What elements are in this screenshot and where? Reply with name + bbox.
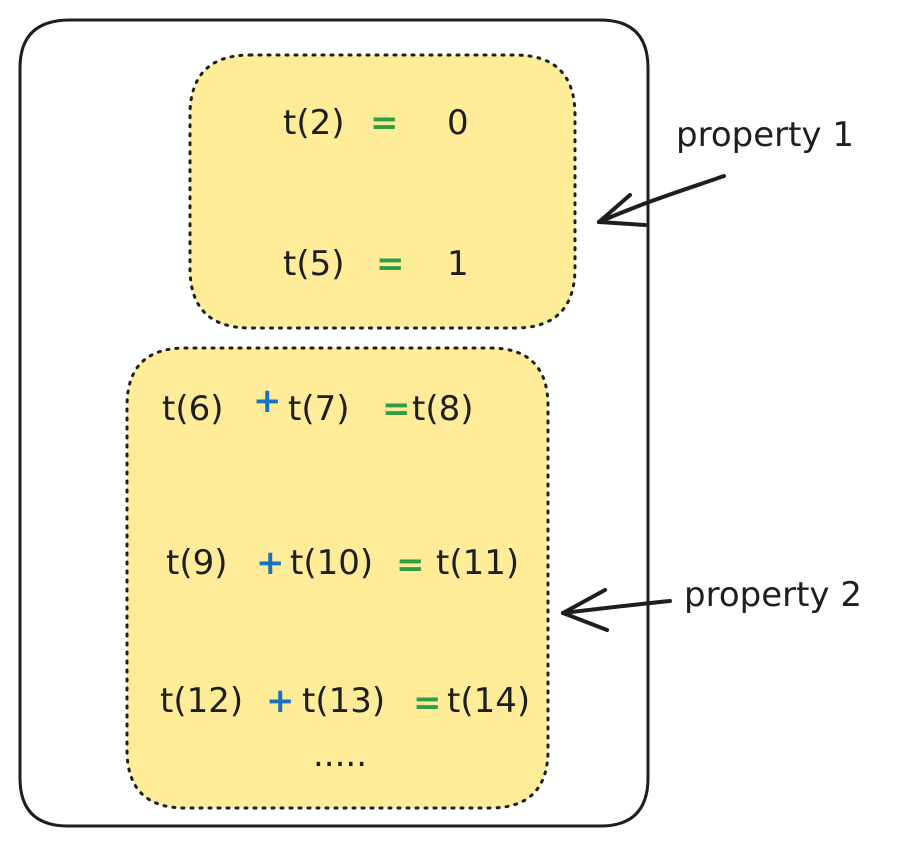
outer-container: [18, 18, 650, 828]
equation-5-equals: =: [413, 683, 442, 723]
equation-5-term-c: t(14): [447, 681, 530, 721]
property-1-label: property 1: [676, 115, 854, 155]
property-2-label: property 2: [684, 575, 862, 615]
equation-4-term-b: t(10): [290, 543, 373, 583]
property-2-arrow: [561, 588, 672, 632]
equation-3-term-c: t(8): [412, 389, 474, 429]
equation-1-rhs: 0: [447, 103, 469, 143]
equation-3-term-b: t(7): [288, 389, 350, 429]
property-1-arrow: [597, 174, 726, 227]
property-1-box: [188, 53, 577, 330]
equation-5-term-a: t(12): [160, 681, 243, 721]
ellipsis: .....: [313, 735, 367, 775]
equation-1-lhs: t(2): [283, 103, 345, 143]
equation-1-equals: =: [370, 103, 399, 143]
equation-3-equals: =: [382, 389, 411, 429]
equation-4-term-c: t(11): [436, 543, 519, 583]
equation-4-term-a: t(9): [166, 543, 228, 583]
equation-4-plus: +: [256, 543, 285, 583]
equation-5-term-b: t(13): [302, 681, 385, 721]
property-2-box: [125, 346, 550, 810]
equation-3-plus: +: [253, 381, 282, 421]
equation-4-equals: =: [396, 545, 425, 585]
equation-5-plus: +: [266, 681, 295, 721]
equation-2-rhs: 1: [447, 244, 469, 284]
equation-2-lhs: t(5): [283, 244, 345, 284]
equation-2-equals: =: [376, 244, 405, 284]
equation-3-term-a: t(6): [162, 389, 224, 429]
